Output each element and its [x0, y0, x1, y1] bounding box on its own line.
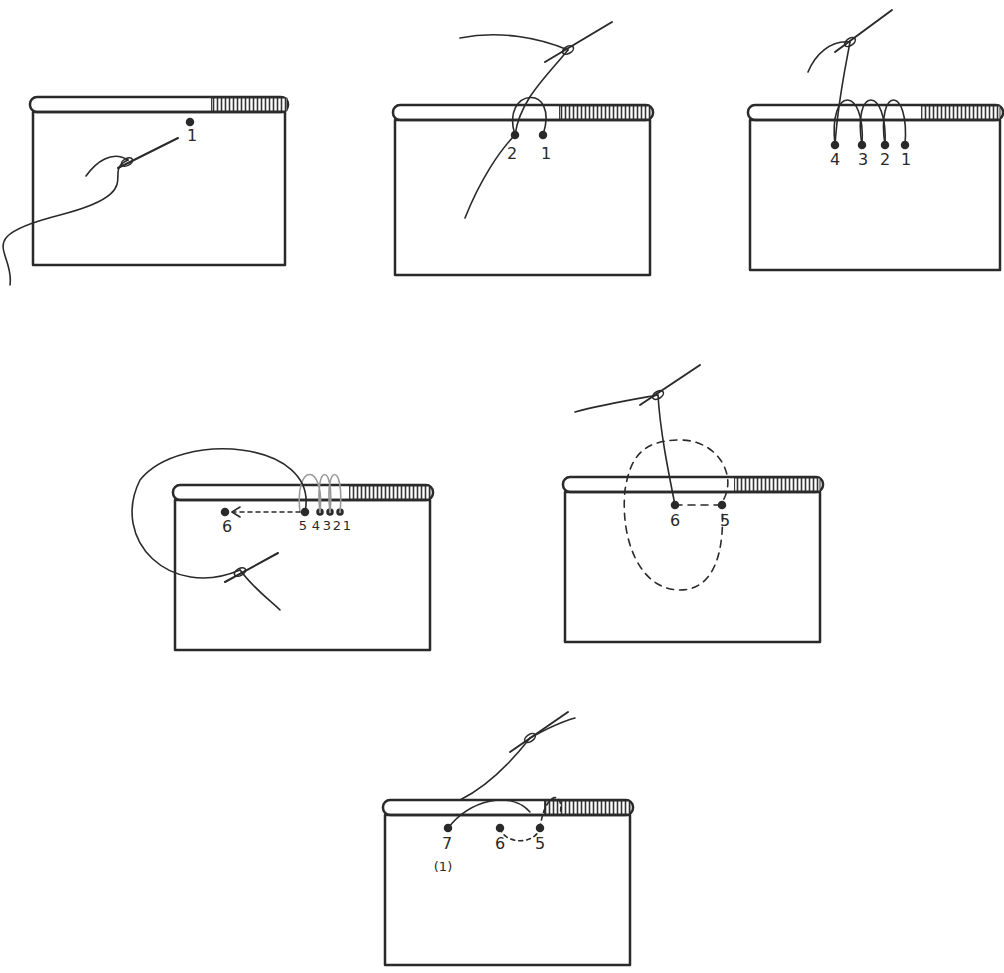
callout-number: 2: [880, 152, 890, 168]
panel-fabric: [393, 22, 653, 275]
panel-fabric: [748, 10, 1003, 270]
callout-number: 6: [495, 836, 505, 852]
callout-number: 1: [343, 519, 351, 532]
callout-number: 4: [312, 519, 320, 532]
callout-number: 7: [442, 836, 452, 852]
callout-number: 1: [187, 128, 197, 144]
callout-number: 1: [901, 152, 911, 168]
callout-number: 1: [541, 146, 551, 162]
callout-number: 4: [830, 152, 840, 168]
panel-fabric: [3, 97, 288, 285]
callout-number: 5: [535, 836, 545, 852]
callout-number: 3: [858, 152, 868, 168]
callout-number: 6: [670, 513, 680, 529]
panel-fabric: [563, 365, 823, 642]
callout-number: 2: [507, 146, 517, 162]
callout-number: 6: [222, 519, 232, 535]
panel-fabric: [132, 449, 433, 650]
callout-number: 2: [333, 519, 341, 532]
callout-number: 3: [323, 519, 331, 532]
callout-number: 5: [720, 513, 730, 529]
callout-number: (1): [434, 860, 452, 873]
callout-number: 5: [299, 519, 307, 532]
panel-fabric: [383, 712, 633, 965]
